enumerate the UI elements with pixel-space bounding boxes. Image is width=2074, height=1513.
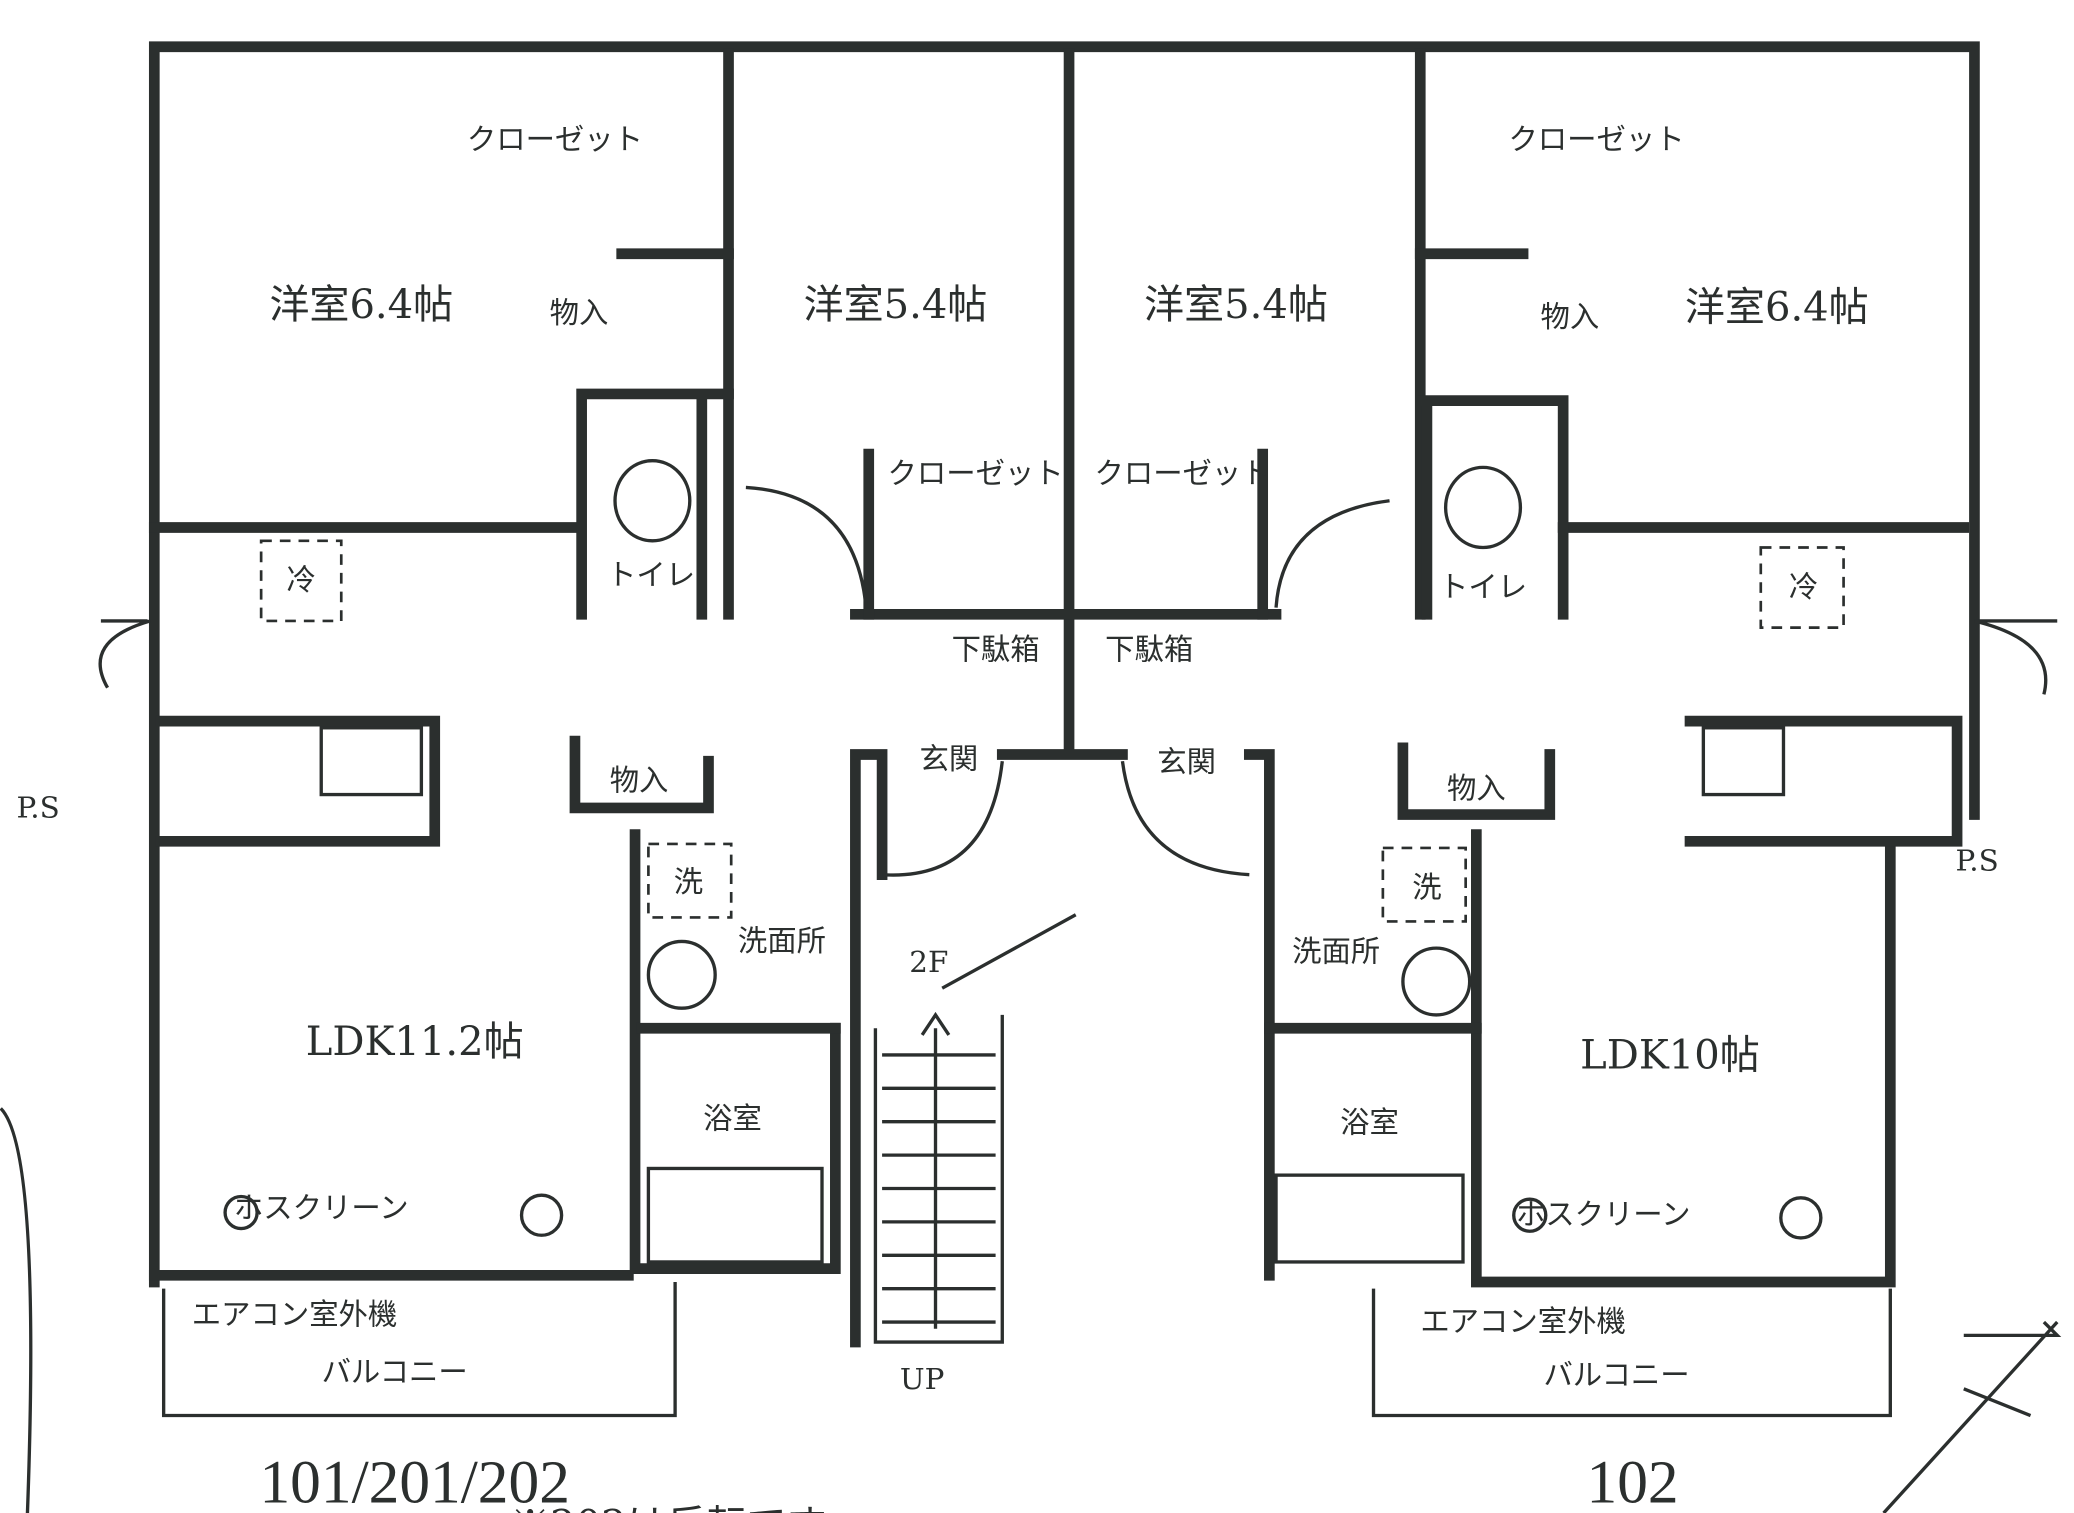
fridge-label-left: 冷 xyxy=(287,563,316,597)
entrance-label-right: 玄関 xyxy=(1157,745,1216,779)
floor-label: 2F xyxy=(909,945,948,979)
room-label-ldk-left: LDK11.2帖 xyxy=(306,1019,524,1065)
hoscreen-label-right: ホスクリーン xyxy=(1516,1198,1691,1232)
closet-label-center-right: クローゼット xyxy=(1094,456,1270,490)
stairs-up-label: UP xyxy=(900,1362,945,1396)
unit-note: ※202は反転です xyxy=(510,1502,827,1513)
ac-label-left: エアコン室外機 xyxy=(192,1298,398,1332)
washroom-label-right: 洗面所 xyxy=(1292,934,1380,968)
bath-label-right: 浴室 xyxy=(1340,1105,1399,1139)
staircase xyxy=(882,913,1077,1329)
balcony-label-left: バルコニー xyxy=(322,1355,468,1389)
toilet-label-right: トイレ xyxy=(1439,570,1527,604)
walls xyxy=(148,41,1980,1418)
fixtures xyxy=(0,459,2062,1513)
bath-label-left: 浴室 xyxy=(703,1101,762,1135)
washer-label-left: 洗 xyxy=(674,865,703,899)
shoebox-label-right: 下駄箱 xyxy=(1105,633,1193,667)
ps-label-right: P.S xyxy=(1955,844,1998,878)
entrance-label-left: 玄関 xyxy=(920,742,979,776)
ps-label-left: P.S xyxy=(17,790,60,824)
room-label-bedroom-left: 洋室6.4帖 xyxy=(269,282,453,328)
toilet-label-left: トイレ xyxy=(607,558,695,592)
storage-label-left-mid: 物入 xyxy=(610,764,669,798)
balcony-label-right: バルコニー xyxy=(1543,1358,1689,1392)
closet-label-right: クローゼット xyxy=(1508,123,1684,157)
closet-label-center-left: クローゼット xyxy=(887,456,1063,490)
washroom-label-left: 洗面所 xyxy=(738,924,826,958)
unit-number-left: 101/201/202 xyxy=(259,1448,569,1513)
room-label-bedroom-center-right: 洋室5.4帖 xyxy=(1144,282,1328,328)
room-label-bedroom-right: 洋室6.4帖 xyxy=(1685,284,1869,330)
storage-label-right-top: 物入 xyxy=(1540,300,1599,334)
washer-label-right: 洗 xyxy=(1412,870,1441,904)
storage-label-left-top: 物入 xyxy=(550,296,609,330)
ac-label-right: エアコン室外機 xyxy=(1420,1304,1626,1338)
fridge-label-right: 冷 xyxy=(1789,570,1818,604)
shoebox-label-left: 下駄箱 xyxy=(952,633,1040,667)
hoscreen-label-left: ホスクリーン xyxy=(234,1191,409,1225)
room-label-bedroom-center-left: 洋室5.4帖 xyxy=(804,282,988,328)
unit-number-right: 102 xyxy=(1587,1448,1679,1513)
room-label-ldk-right: LDK10帖 xyxy=(1580,1032,1760,1078)
closet-label-left: クローゼット xyxy=(467,123,643,157)
storage-label-right-mid: 物入 xyxy=(1447,772,1506,806)
